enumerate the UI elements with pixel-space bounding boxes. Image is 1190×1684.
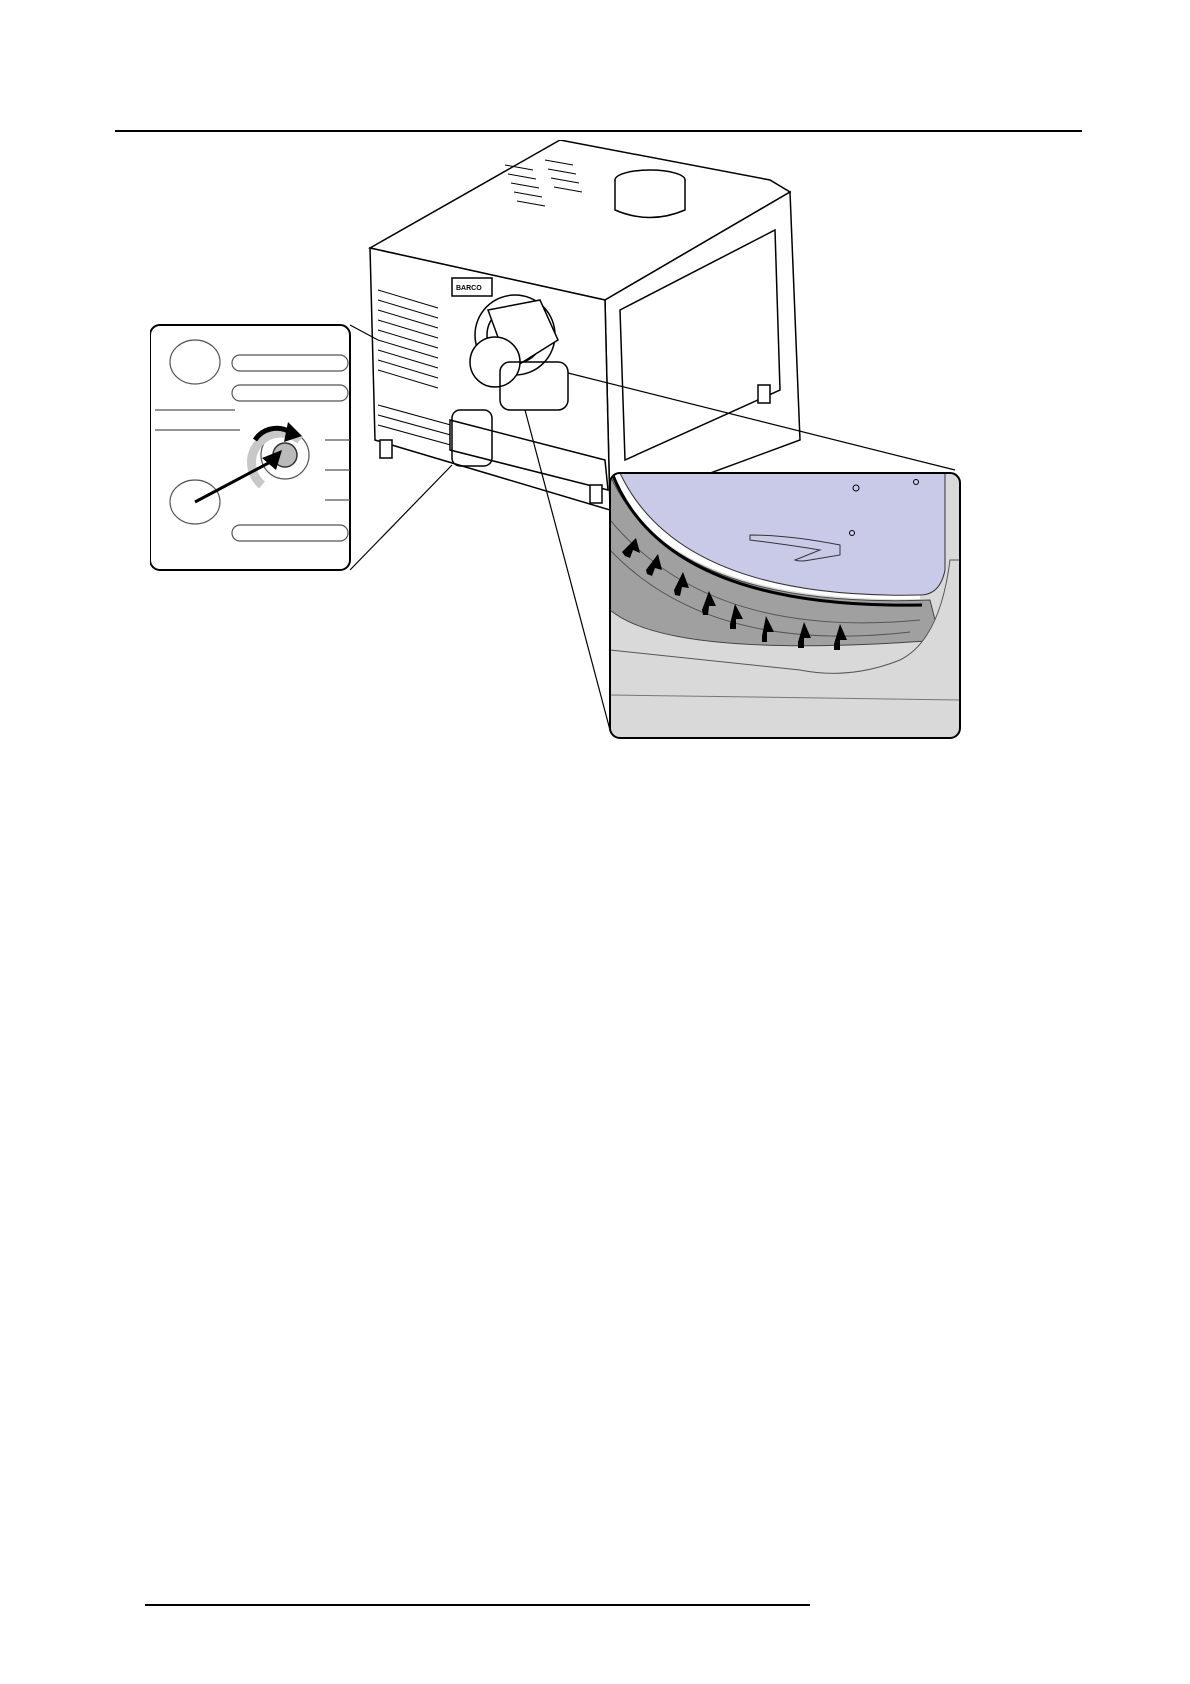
detail-inset-lens-seal <box>610 473 960 738</box>
projector-brand-label: BARCO <box>456 285 482 292</box>
projector-figure: BARCO <box>150 140 1050 800</box>
projector-illustration: BARCO <box>150 140 1050 800</box>
footer-rule <box>145 1604 810 1606</box>
projector-body <box>370 140 800 510</box>
header-rule <box>115 130 1082 132</box>
detail-inset-bottom-screw <box>150 325 350 570</box>
